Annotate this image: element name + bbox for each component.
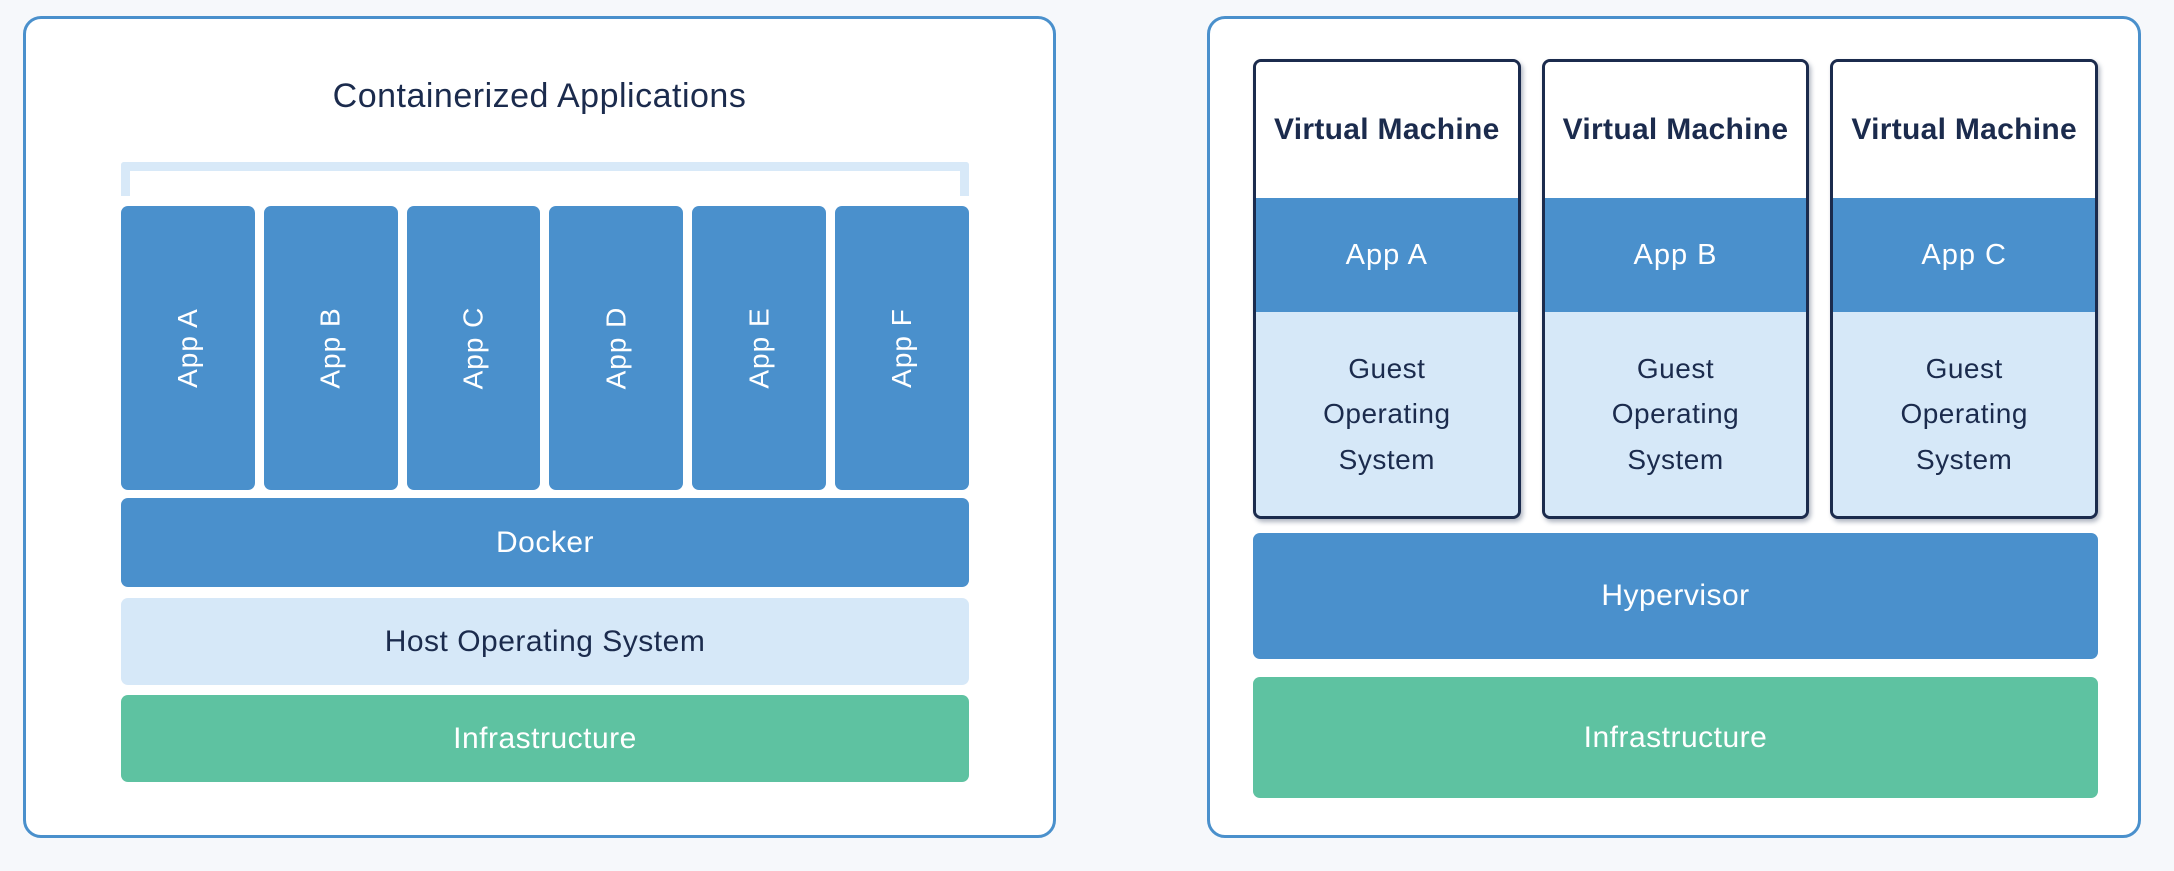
virtual-machines-panel: Virtual Machine App A Guest Operating Sy… — [1207, 16, 2141, 838]
container-app-label: App D — [600, 306, 632, 390]
container-app-label: App B — [314, 307, 346, 389]
container-apps-row: App A App B App C App D App E App F — [121, 206, 969, 490]
container-app-box: App B — [263, 206, 398, 490]
docker-layer: Docker — [121, 498, 969, 587]
container-app-label: App C — [457, 306, 489, 390]
vm-cards-row: Virtual Machine App A Guest Operating Sy… — [1253, 59, 2099, 519]
containers-group-bracket — [121, 162, 969, 196]
vm-card-title: Virtual Machine — [1562, 113, 1789, 146]
guest-os-label: Guest Operating System — [1611, 352, 1740, 475]
container-app-box: App F — [835, 206, 969, 490]
container-app-box: App D — [549, 206, 684, 490]
container-app-label: App E — [743, 307, 775, 389]
container-app-label: App F — [886, 308, 918, 388]
guest-os-box: Guest Operating System — [1544, 312, 1807, 516]
infrastructure-layer: Infrastructure — [1253, 677, 2098, 798]
vm-card-header: Virtual Machine — [1833, 62, 2096, 198]
container-app-box: App E — [692, 206, 827, 490]
vm-card: Virtual Machine App A Guest Operating Sy… — [1253, 59, 1521, 519]
container-app-label: App A — [171, 308, 203, 388]
infrastructure-layer: Infrastructure — [121, 695, 969, 782]
container-app-box: App C — [406, 206, 541, 490]
vm-app-box: App C — [1833, 198, 2096, 312]
containerized-applications-panel: Containerized Applications App A App B A… — [23, 16, 1056, 838]
vm-card-header: Virtual Machine — [1544, 62, 1807, 198]
vm-card-header: Virtual Machine — [1256, 62, 1518, 198]
vm-card-title: Virtual Machine — [1273, 113, 1500, 146]
vm-app-box: App B — [1544, 198, 1807, 312]
host-operating-system-layer: Host Operating System — [121, 598, 969, 685]
guest-os-label: Guest Operating System — [1900, 352, 2028, 475]
guest-os-label: Guest Operating System — [1323, 352, 1451, 475]
container-app-box: App A — [121, 206, 255, 490]
guest-os-box: Guest Operating System — [1256, 312, 1518, 516]
guest-os-box: Guest Operating System — [1833, 312, 2096, 516]
vm-app-box: App A — [1256, 198, 1518, 312]
hypervisor-layer: Hypervisor — [1253, 533, 2098, 659]
vm-card: Virtual Machine App B Guest Operating Sy… — [1541, 59, 1810, 519]
vm-card: Virtual Machine App C Guest Operating Sy… — [1830, 59, 2099, 519]
vm-card-title: Virtual Machine — [1851, 113, 2078, 146]
containers-panel-title: Containerized Applications — [332, 77, 747, 115]
